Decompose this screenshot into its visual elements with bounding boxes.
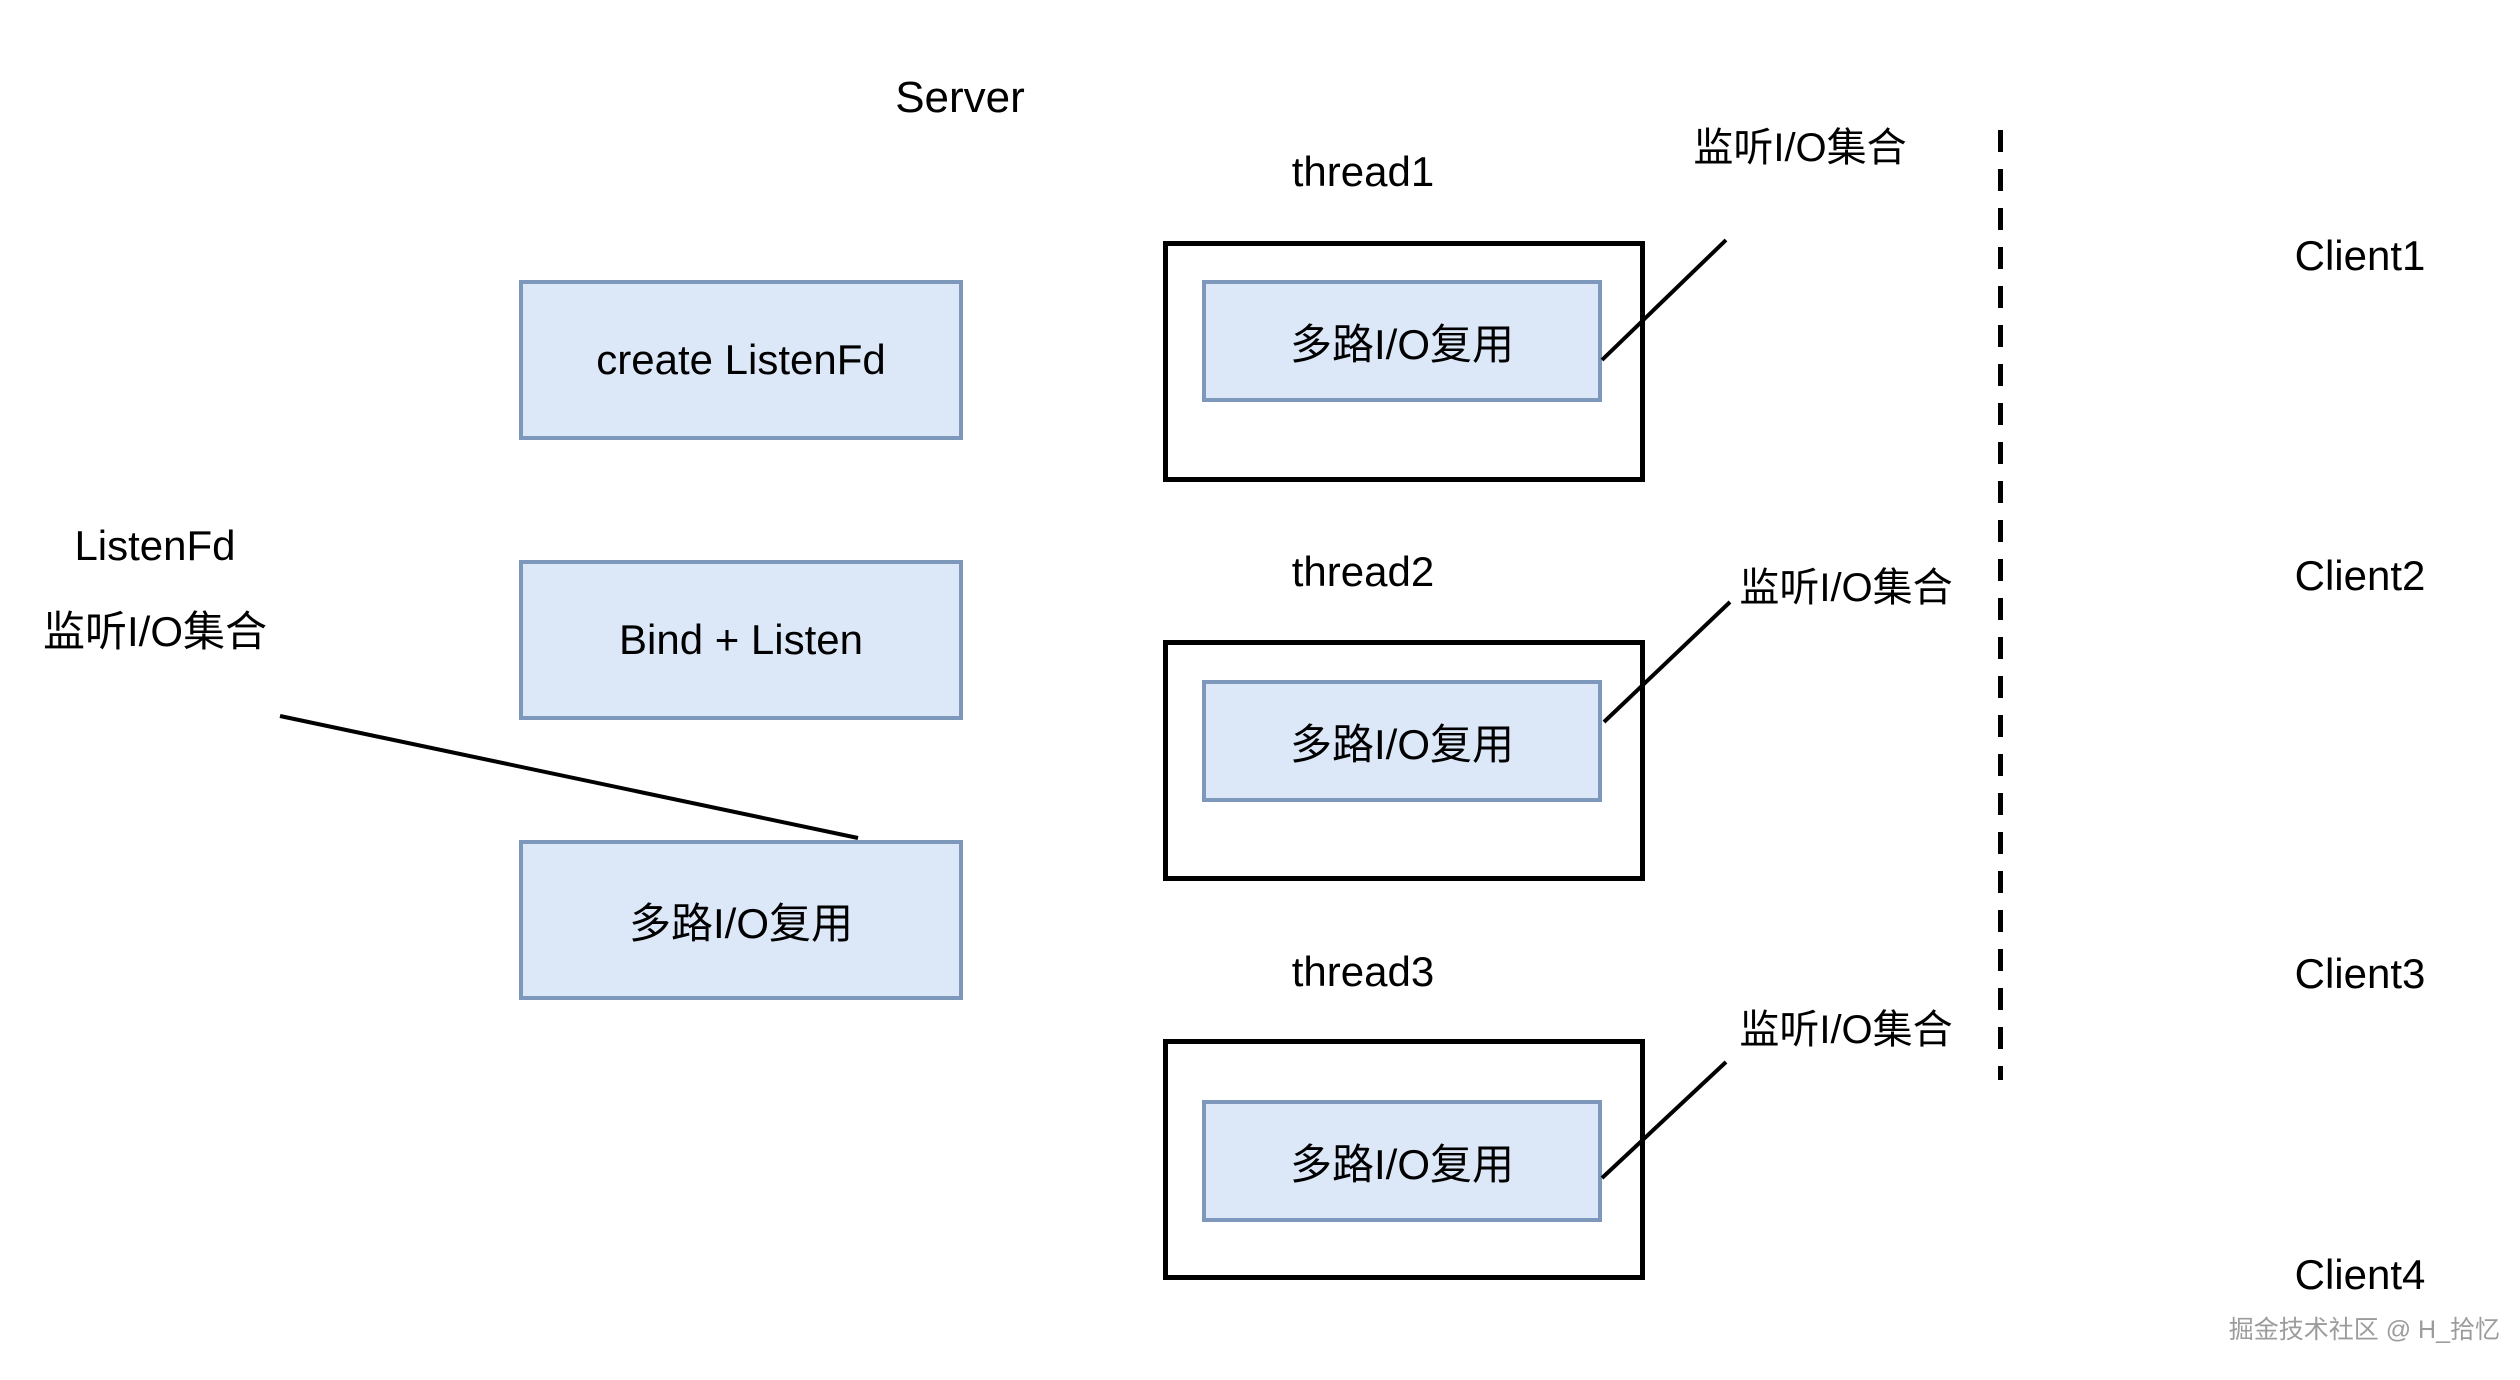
server-step-label: create ListenFd bbox=[596, 336, 886, 383]
diagram-title: Server bbox=[895, 73, 1025, 122]
listenfd-connector-line bbox=[279, 714, 859, 840]
watermark: 掘金技术社区 @ H_拾忆 bbox=[2228, 1316, 2500, 1344]
multiplex-label: 多路I/O复用 bbox=[1289, 1140, 1514, 1188]
thread1-io-set-annotation: 监听I/O集合 bbox=[1693, 126, 1907, 170]
multiplex-label: 多路I/O复用 bbox=[1289, 320, 1514, 368]
server-step-box-io-multiplex: 多路I/O复用 bbox=[519, 840, 963, 1000]
server-step-box-bind-listen: Bind + Listen bbox=[519, 560, 963, 720]
thread3-label: thread3 bbox=[1291, 948, 1435, 995]
server-step-label: Bind + Listen bbox=[618, 616, 863, 663]
listenfd-io-set-label: 监听I/O集合 bbox=[42, 608, 267, 655]
server-step-label: 多路I/O复用 bbox=[628, 899, 853, 947]
multiplex-label: 多路I/O复用 bbox=[1289, 720, 1514, 768]
thread1-multiplex-box: 多路I/O复用 bbox=[1202, 280, 1602, 402]
client3-label: Client3 bbox=[2294, 950, 2426, 997]
client2-label: Client2 bbox=[2294, 552, 2426, 599]
listenfd-label: ListenFd bbox=[74, 522, 236, 569]
thread2-io-set-annotation: 监听I/O集合 bbox=[1739, 566, 1953, 610]
thread2-label: thread2 bbox=[1291, 548, 1435, 595]
thread1-label: thread1 bbox=[1291, 148, 1435, 195]
thread2-multiplex-box: 多路I/O复用 bbox=[1202, 680, 1602, 802]
thread3-io-set-annotation: 监听I/O集合 bbox=[1739, 1008, 1953, 1052]
client-divider-dashed-line bbox=[1998, 130, 2003, 1080]
client4-label: Client4 bbox=[2294, 1251, 2426, 1298]
thread3-multiplex-box: 多路I/O复用 bbox=[1202, 1100, 1602, 1222]
server-step-box-create-listenfd: create ListenFd bbox=[519, 280, 963, 440]
client1-label: Client1 bbox=[2294, 232, 2426, 279]
